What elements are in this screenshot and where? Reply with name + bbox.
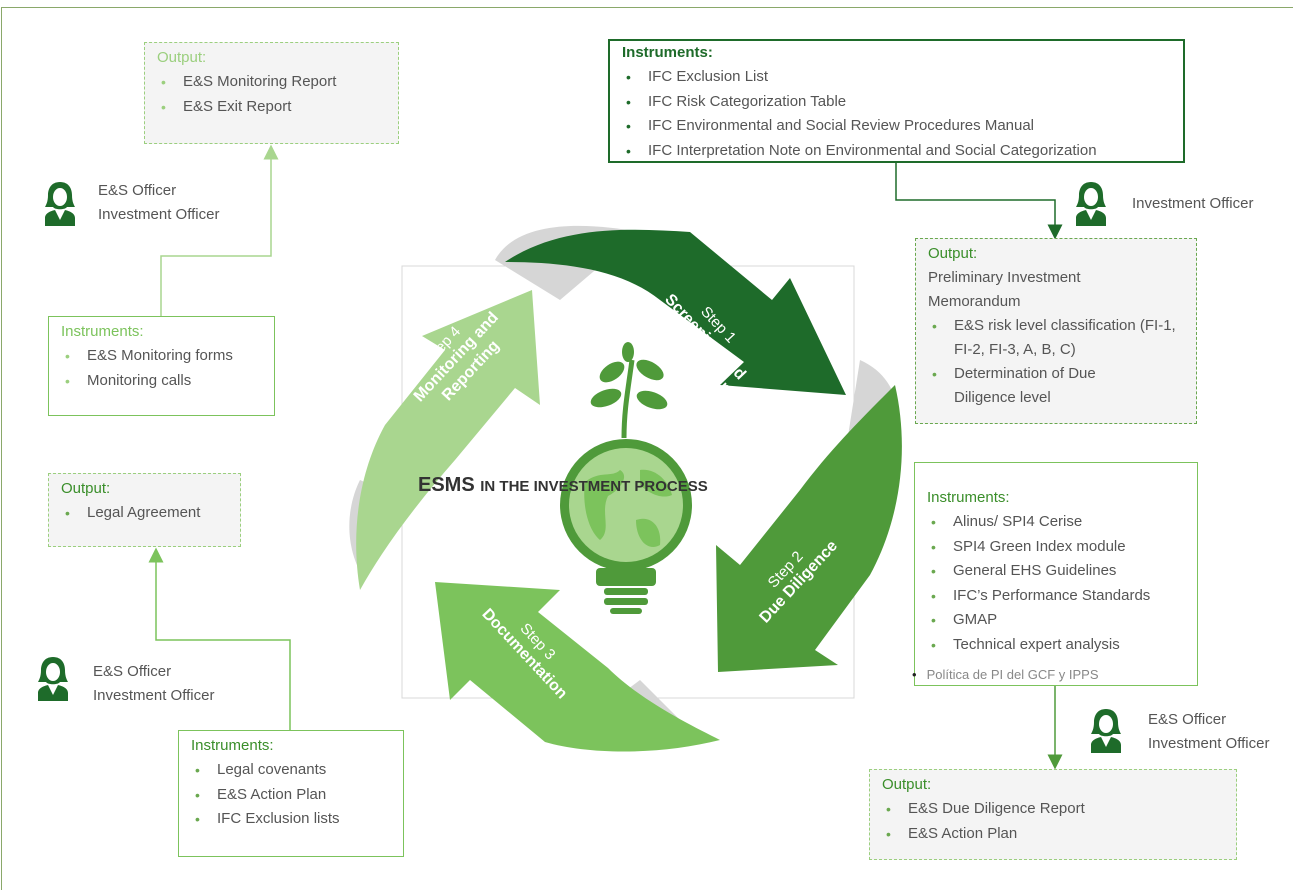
list-item: E&S Monitoring Report (157, 70, 386, 95)
step4-role-label: E&S Officer Investment Officer (98, 182, 220, 223)
step2-instruments-box: Instruments: Alinus/ SPI4 Cerise SPI4 Gr… (914, 462, 1198, 686)
list-item: IFC’s Performance Standards (927, 584, 1185, 609)
list-item: Legal covenants (191, 758, 391, 783)
list-item: Legal Agreement (61, 501, 228, 526)
connector-step3 (148, 547, 291, 730)
step1-output-intro: Preliminary Investment Memorandum (928, 269, 1081, 310)
step4-output-box: Output: E&S Monitoring Report E&S Exit R… (144, 42, 399, 144)
person-icon (38, 657, 68, 701)
list-item: E&S Action Plan (882, 822, 1224, 847)
connector-step1 (895, 163, 1063, 240)
person-icon (1091, 709, 1121, 753)
step3-instruments-box: Instruments: Legal covenants E&S Action … (178, 730, 404, 857)
list-item: E&S Due Diligence Report (882, 797, 1224, 822)
step1-output-box: Output: Preliminary Investment Memorandu… (915, 238, 1197, 424)
step2-extra-item: •Política de PI del GCF y IPPS (912, 667, 1099, 682)
step2-instruments-heading: Instruments: (927, 489, 1010, 506)
step1-instruments-heading: Instruments: (622, 44, 713, 61)
step3-output-box: Output: Legal Agreement (48, 473, 241, 547)
list-item: E&S Monitoring forms (61, 344, 262, 369)
connector-step4 (160, 144, 279, 316)
list-item: E&S risk level classification (FI-1, FI-… (928, 314, 1179, 362)
step1-output-heading: Output: (928, 245, 978, 262)
step2-role-label: E&S Officer Investment Officer (1148, 711, 1270, 752)
person-icon (1076, 182, 1106, 226)
step1-role-label: Investment Officer (1132, 195, 1254, 212)
list-item: E&S Exit Report (157, 95, 386, 120)
step3-output-heading: Output: (61, 480, 111, 497)
step3-arrow (435, 582, 720, 752)
list-item: IFC Risk Categorization Table (622, 90, 1171, 115)
step2-output-heading: Output: (882, 776, 932, 793)
step4-arrow (356, 290, 540, 590)
step4-instruments-heading: Instruments: (61, 323, 144, 340)
step1-arrow (505, 229, 846, 395)
list-item: IFC Exclusion List (622, 65, 1171, 90)
step2-arrow (716, 385, 902, 672)
step4-instruments-box: Instruments: E&S Monitoring forms Monito… (48, 316, 275, 416)
diagram-title: ESMS IN THE INVESTMENT PROCESS (418, 474, 708, 496)
light-bulb-icon (560, 439, 692, 614)
step2-output-box: Output: E&S Due Diligence Report E&S Act… (869, 769, 1237, 860)
list-item: Monitoring calls (61, 369, 262, 394)
list-item: Alinus/ SPI4 Cerise (927, 510, 1185, 535)
list-item: IFC Interpretation Note on Environmental… (622, 139, 1171, 164)
list-item: SPI4 Green Index module (927, 535, 1185, 560)
list-item: Determination of Due Diligence level (928, 362, 1154, 410)
list-item: IFC Exclusion lists (191, 807, 391, 832)
list-item: E&S Action Plan (191, 783, 391, 808)
list-item: GMAP (927, 608, 1185, 633)
step3-role-label: E&S Officer Investment Officer (93, 663, 215, 704)
list-item: Technical expert analysis (927, 633, 1185, 658)
sprout-icon (590, 342, 668, 439)
step4-output-heading: Output: (157, 49, 207, 66)
list-item: General EHS Guidelines (927, 559, 1185, 584)
list-item: IFC Environmental and Social Review Proc… (622, 114, 1171, 139)
step1-instruments-box: Instruments: IFC Exclusion List IFC Risk… (608, 39, 1185, 163)
step3-instruments-heading: Instruments: (191, 737, 274, 754)
person-icon (45, 182, 75, 226)
diagram-frame (1, 7, 1293, 890)
